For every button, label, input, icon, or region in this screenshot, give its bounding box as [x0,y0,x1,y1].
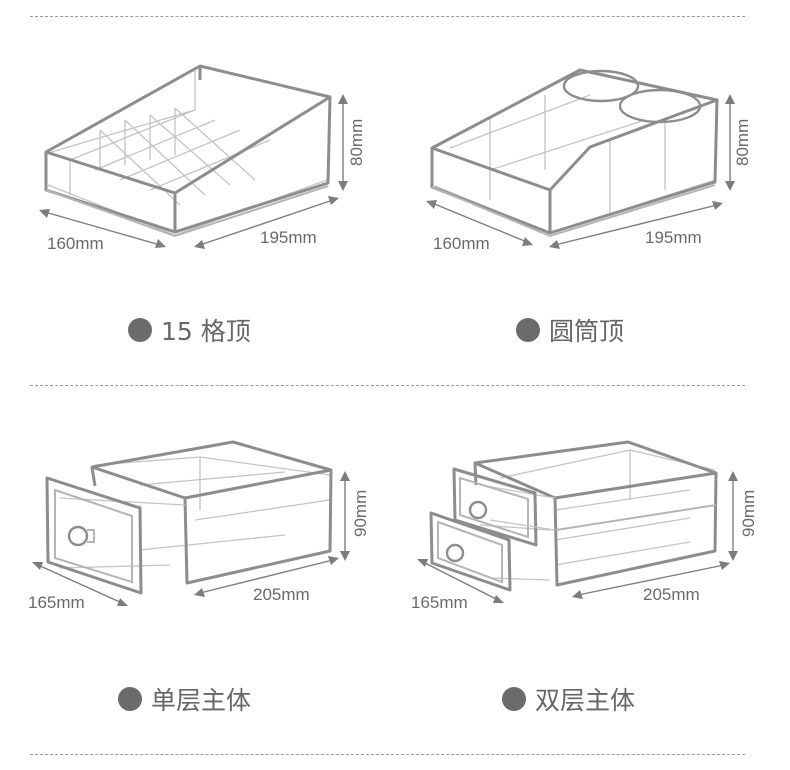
depth-label: 165mm [28,593,85,612]
product-single-layer-body: 90mm 165mm 205mm 单层主体 [0,390,395,770]
depth-label: 165mm [411,593,468,612]
height-label: 80mm [733,119,752,166]
height-label: 90mm [351,490,370,537]
product-15-grid-top: 80mm 160mm 195mm 15 格顶 [0,0,395,380]
caption-text: 15 格顶 [161,317,251,346]
bullet-dot [118,687,142,711]
width-label: 205mm [643,585,700,604]
bullet-dot [502,687,526,711]
bullet-dot [128,318,152,342]
divider-middle [30,385,745,386]
single-layer-body-illustration: 90mm 165mm 205mm [28,440,370,612]
caption-double-layer-body: 双层主体 [502,681,635,717]
depth-label: 160mm [47,234,104,253]
caption-15-grid-top: 15 格顶 [128,312,251,348]
product-double-layer-body: 90mm 165mm 205mm 双层主体 [390,390,790,770]
height-label: 80mm [347,119,366,166]
15-grid-top-illustration: 80mm 160mm 195mm [39,64,366,253]
depth-label: 160mm [433,234,490,253]
caption-text: 圆筒顶 [549,317,625,346]
cylinder-top-illustration: 80mm 160mm 195mm [426,68,752,253]
divider-top [30,16,745,17]
caption-text: 双层主体 [535,686,636,715]
bullet-dot [516,318,540,342]
width-label: 195mm [645,228,702,247]
caption-single-layer-body: 单层主体 [118,681,251,717]
caption-text: 单层主体 [151,686,252,715]
height-label: 90mm [739,490,758,537]
product-cylinder-top: 80mm 160mm 195mm 圆筒顶 [390,0,790,380]
double-layer-body-illustration: 90mm 165mm 205mm [411,440,758,612]
width-label: 195mm [260,228,317,247]
caption-cylinder-top: 圆筒顶 [516,312,624,348]
width-label: 205mm [253,585,310,604]
divider-bottom [30,754,745,755]
